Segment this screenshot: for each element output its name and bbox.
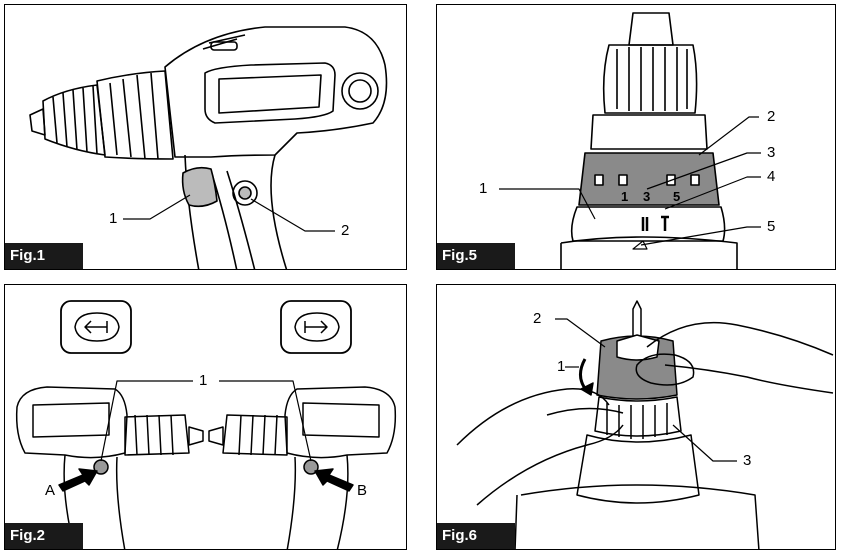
figure-2-panel: 1 A B Fig.2 [4, 284, 407, 550]
dial-number-5: 5 [673, 189, 681, 204]
arrow-left-icon [60, 300, 132, 354]
chuck-tightening-illustration [456, 300, 834, 549]
callout-3: 3 [743, 452, 752, 469]
callout-5: 5 [767, 218, 776, 235]
callout-1: 1 [199, 372, 208, 389]
dial-number-3: 3 [643, 189, 651, 204]
callout-4: 4 [767, 168, 776, 185]
reversing-switch-illustration [15, 300, 397, 549]
callout-B: B [357, 482, 368, 499]
figure-5-panel: 1 3 5 1 2 3 4 5 Fig.5 [436, 4, 836, 270]
callout-1: 1 [479, 180, 488, 197]
callout-A: A [45, 482, 56, 499]
figure-1-panel: 1 2 Fig.1 [4, 4, 407, 270]
dial-number-1: 1 [621, 189, 629, 204]
callout-1: 1 [557, 358, 566, 375]
figure-6-panel: 2 1 3 Fig.6 [436, 284, 836, 550]
drill-side-illustration [29, 26, 388, 269]
callout-3: 3 [767, 144, 776, 161]
arrow-right-icon [280, 300, 352, 354]
callout-2: 2 [767, 108, 776, 125]
callout-2: 2 [341, 222, 350, 239]
figure-label: Fig.5 [437, 243, 515, 269]
figure-label: Fig.2 [5, 523, 83, 549]
figure-label: Fig.1 [5, 243, 83, 269]
callout-2: 2 [533, 310, 542, 327]
torque-ring-illustration [499, 12, 761, 269]
figure-label: Fig.6 [437, 523, 515, 549]
callout-1: 1 [109, 210, 118, 227]
